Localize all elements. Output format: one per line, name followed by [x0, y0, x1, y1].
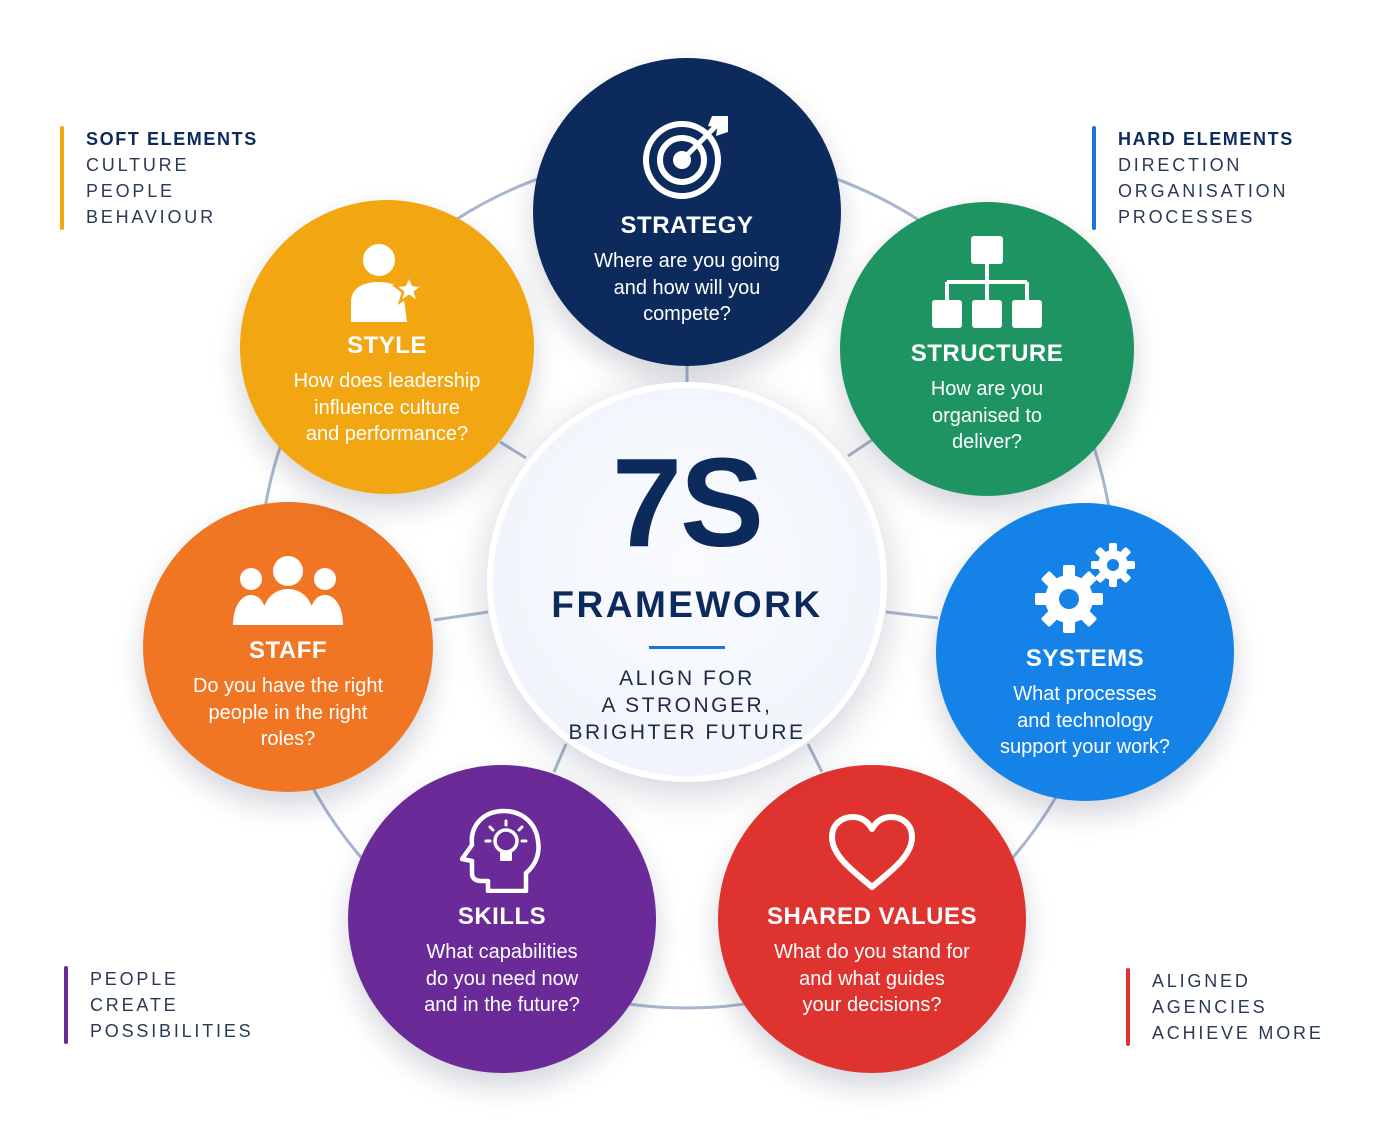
- soft-elements-legend: SOFT ELEMENTS CULTURE PEOPLE BEHAVIOUR: [60, 126, 258, 230]
- hard-elements-legend: HARD ELEMENTS DIRECTION ORGANISATION PRO…: [1092, 126, 1294, 230]
- people-group-icon: [233, 556, 343, 625]
- legend-line: DIRECTION: [1118, 155, 1243, 175]
- staff-question: Do you have the right people in the righ…: [192, 675, 384, 750]
- legend-line: ALIGNED: [1152, 971, 1251, 991]
- systems-circle: SYSTEMS What processes and technology su…: [936, 503, 1234, 801]
- person-star-icon: [351, 244, 427, 322]
- head-lightbulb-icon: [460, 808, 541, 893]
- legend-line: PEOPLE: [86, 181, 175, 201]
- strategy-circle: STRATEGY Where are you going and how wil…: [533, 58, 841, 366]
- legend-line: ORGANISATION: [1118, 181, 1289, 201]
- skills-question: What capabilities do you need now and in…: [424, 941, 580, 1016]
- style-question: How does leadership influence culture an…: [293, 370, 481, 445]
- structure-title: STRUCTURE: [910, 340, 1064, 367]
- structure-circle: STRUCTURE How are you organised to deliv…: [840, 202, 1134, 496]
- center-tagline: ALIGN FOR A STRONGER, BRIGHTER FUTURE: [568, 667, 806, 744]
- systems-title: SYSTEMS: [1025, 645, 1145, 672]
- legend-line: CULTURE: [86, 155, 190, 175]
- legend-heading: SOFT ELEMENTS: [86, 129, 258, 149]
- legend-line: PEOPLE: [90, 969, 179, 989]
- org-chart-icon: [932, 236, 1042, 328]
- style-title: STYLE: [347, 332, 427, 359]
- gears-icon: [1035, 543, 1135, 633]
- style-circle: STYLE How does leadership influence cult…: [240, 200, 534, 494]
- center-subtitle: FRAMEWORK: [551, 584, 823, 625]
- legend-line: ACHIEVE MORE: [1152, 1023, 1324, 1043]
- legend-line: PROCESSES: [1118, 207, 1256, 227]
- staff-circle: STAFF Do you have the right people in th…: [143, 502, 433, 792]
- heart-icon: [829, 814, 915, 890]
- legend-line: CREATE: [90, 995, 179, 1015]
- shared-values-question: What do you stand for and what guides yo…: [774, 941, 970, 1016]
- strategy-title: STRATEGY: [620, 212, 754, 239]
- people-create-possibilities-note: PEOPLE CREATE POSSIBILITIES: [64, 966, 253, 1044]
- legend-line: BEHAVIOUR: [86, 207, 216, 227]
- structure-question: How are you organised to deliver?: [930, 378, 1044, 453]
- shared-values-title: SHARED VALUES: [766, 903, 978, 930]
- target-icon: [643, 116, 728, 199]
- legend-accent-bar: [60, 126, 64, 230]
- legend-accent-bar: [1126, 968, 1130, 1046]
- shared-values-circle: SHARED VALUES What do you stand for and …: [718, 765, 1026, 1073]
- skills-title: SKILLS: [457, 903, 547, 930]
- legend-line: AGENCIES: [1152, 997, 1268, 1017]
- center-title: 7S: [611, 432, 764, 573]
- aligned-agencies-note: ALIGNED AGENCIES ACHIEVE MORE: [1126, 968, 1324, 1046]
- center-hub: 7S FRAMEWORK ALIGN FOR A STRONGER, BRIGH…: [487, 382, 887, 782]
- staff-title: STAFF: [248, 637, 328, 664]
- legend-accent-bar: [1092, 126, 1096, 230]
- center-divider: [649, 646, 725, 649]
- strategy-question: Where are you going and how will you com…: [594, 250, 780, 325]
- legend-accent-bar: [64, 966, 68, 1044]
- legend-heading: HARD ELEMENTS: [1118, 129, 1294, 149]
- legend-line: POSSIBILITIES: [90, 1021, 254, 1041]
- systems-question: What processes and technology support yo…: [999, 683, 1171, 758]
- skills-circle: SKILLS What capabilities do you need now…: [348, 765, 656, 1073]
